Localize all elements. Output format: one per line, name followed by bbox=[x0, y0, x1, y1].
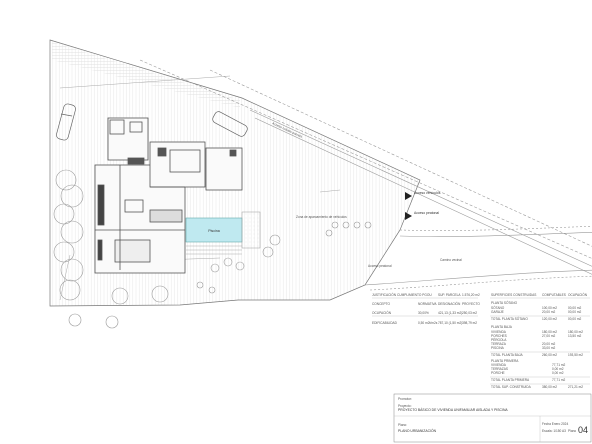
table-cell: 0,00 m2 bbox=[552, 367, 564, 371]
table-cell: 787,10 (1,50 m2) bbox=[438, 321, 462, 325]
table-total: 00,00 m2 bbox=[568, 317, 582, 321]
drawing-label: Plano: bbox=[398, 423, 407, 427]
table-cell: 0,50 m2t/m2s bbox=[418, 321, 438, 325]
table-cell: 00,00 m2 bbox=[568, 310, 582, 314]
table-cell: 20,00 m2 bbox=[542, 342, 556, 346]
terrace-steps bbox=[186, 245, 242, 255]
drawing-scale: Escala: 1/150 A3 bbox=[542, 429, 566, 433]
table-cell: TERRAZA bbox=[491, 342, 507, 346]
table-cell: PORCHES bbox=[491, 334, 507, 338]
note-pedestrian: Acceso peatonal bbox=[368, 264, 392, 268]
areas-col: COMPUTABLES bbox=[542, 293, 566, 297]
surfaces-col: NORMATIVA bbox=[418, 302, 437, 306]
drawing-date: Fecha Enero 2024 bbox=[542, 422, 568, 426]
drawing-name: PLANO URBANIZACIÓN bbox=[398, 428, 437, 433]
table-cell: 100,00 m2 bbox=[542, 306, 557, 310]
table-cell: 13,50 m2 bbox=[568, 334, 582, 338]
table-total: 120,00 m2 bbox=[542, 317, 557, 321]
table-cell: 180,00 m2 bbox=[568, 330, 583, 334]
surfaces-col: DESIGNACIÓN bbox=[438, 301, 461, 306]
areas-col: OCUPACIÓN bbox=[568, 292, 588, 297]
access-arrows: Acceso vehículos Acceso peatonal bbox=[405, 191, 441, 220]
table-cell: VIVIENDA bbox=[491, 363, 507, 367]
car-icon bbox=[56, 103, 248, 141]
surfaces-col: PROYECTO bbox=[462, 302, 480, 306]
note-parking: Zona de aparcamiento de vehículos bbox=[296, 215, 347, 219]
table-cell: 250,03 m2 bbox=[462, 311, 477, 315]
table-cell: 421,13 (1,33 m2) bbox=[438, 311, 462, 315]
note-road-name: Camino vecinal bbox=[440, 258, 462, 262]
grand-total: 380,00 m2 bbox=[542, 385, 557, 389]
areas-section-title: PLANTA SÓTANO bbox=[491, 300, 518, 305]
areas-table: SUPERFICIES CONSTRUIDAS COMPUTABLES OCUP… bbox=[490, 292, 590, 389]
table-cell: 30,00% bbox=[418, 311, 429, 315]
trees bbox=[53, 169, 372, 329]
sheet-label: Plano bbox=[568, 429, 576, 433]
table-cell: SÓTANO bbox=[491, 305, 505, 310]
grand-total: TOTAL SUP. CONSTRUIDA bbox=[491, 385, 532, 389]
table-cell: 27,00 m2 bbox=[542, 334, 556, 338]
table-cell: EDIFICABILIDAD bbox=[372, 321, 398, 325]
surfaces-header: JUSTIFICACIÓN CUMPLIMIENTO PGOU bbox=[372, 292, 432, 297]
table-total: TOTAL PLANTA PRIMERA bbox=[491, 378, 530, 382]
areas-col: SUPERFICIES CONSTRUIDAS bbox=[491, 293, 536, 297]
areas-section-title: PLANTA PRIMERA bbox=[491, 359, 519, 363]
surfaces-header: SUP. PARCELA bbox=[438, 293, 461, 297]
table-cell: 77,71 m2 bbox=[552, 363, 566, 367]
table-cell: PÉRGOLA bbox=[491, 337, 507, 342]
access-pedestrian-label: Acceso peatonal bbox=[414, 211, 439, 215]
table-cell: 33,00 m2 bbox=[542, 346, 556, 350]
surfaces-col: CONCEPTO bbox=[372, 302, 391, 306]
table-cell: VIVIENDA bbox=[491, 330, 507, 334]
table-total: 260,00 m2 bbox=[542, 353, 557, 357]
table-cell: 20,00 m2 bbox=[542, 310, 556, 314]
title-block: Promotor: Proyecto: PROYECTO BÁSICO DE V… bbox=[393, 393, 592, 443]
house-floorplan bbox=[94, 117, 243, 274]
access-vehicles-label: Acceso vehículos bbox=[414, 191, 441, 195]
table-cell: 0,00 m2 bbox=[552, 371, 564, 375]
table-cell: PISCINA bbox=[491, 346, 505, 350]
project-label: Proyecto: bbox=[398, 404, 412, 408]
table-cell: 180,00 m2 bbox=[542, 330, 557, 334]
table-cell: 398,79 m2 bbox=[462, 321, 477, 325]
table-total: 77,71 m2 bbox=[552, 378, 566, 382]
pool: Piscina bbox=[185, 211, 261, 249]
grand-total: 271,21 m2 bbox=[568, 385, 583, 389]
table-cell: 00,00 m2 bbox=[568, 306, 582, 310]
areas-section-title: PLANTA BAJA bbox=[491, 325, 513, 329]
road-lines bbox=[139, 59, 592, 291]
pool-label: Piscina bbox=[208, 229, 220, 233]
table-total: TOTAL PLANTA SÓTANO bbox=[491, 316, 528, 321]
table-cell: TERRAZAS bbox=[491, 367, 508, 371]
table-cell: GARAJE bbox=[491, 310, 504, 314]
table-cell: OCUPACIÓN bbox=[372, 310, 392, 315]
promotor-label: Promotor: bbox=[398, 397, 412, 401]
table-cell: PORCHE bbox=[491, 371, 505, 375]
project-name: PROYECTO BÁSICO DE VIVIENDA UNIFAMILIAR … bbox=[398, 408, 508, 412]
surfaces-table: JUSTIFICACIÓN CUMPLIMIENTO PGOU SUP. PAR… bbox=[372, 292, 480, 325]
sheet-number: 04 bbox=[578, 425, 588, 435]
table-total: TOTAL PLANTA BAJA bbox=[491, 353, 523, 357]
surfaces-header: 1.576,20 m2 bbox=[462, 293, 480, 297]
table-total: 193,50 m2 bbox=[568, 353, 583, 357]
